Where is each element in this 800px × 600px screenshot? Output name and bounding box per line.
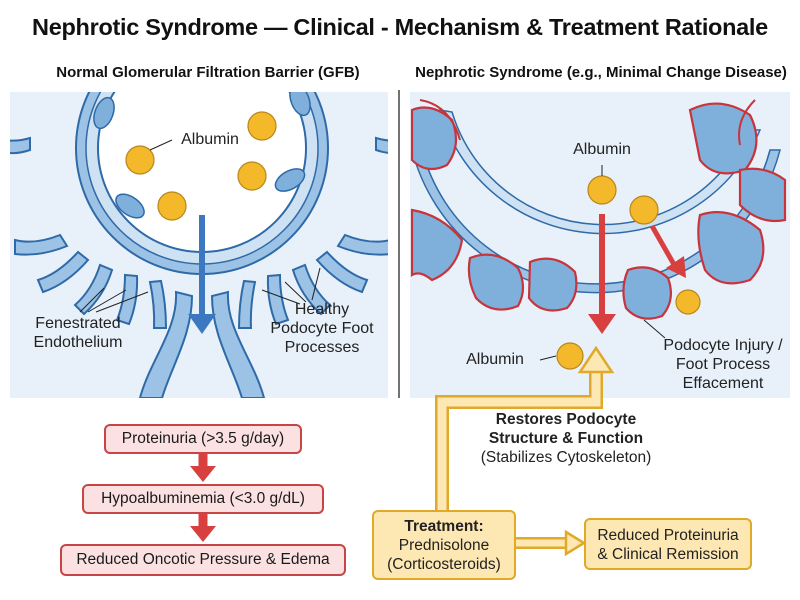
leak-arrow-head (588, 314, 616, 334)
treatment-effect-label: Restores Podocyte Structure & Function (… (466, 410, 666, 467)
albumin-label-left: Albumin (181, 131, 239, 148)
albumin-pointer (149, 139, 173, 151)
edema-box: Reduced Oncotic Pressure & Edema (60, 544, 346, 576)
normal-gfb-illustration (10, 92, 388, 398)
injury-label-line-1: Podocyte Injury / (663, 337, 783, 354)
endothelium-pointers (79, 287, 149, 313)
treatment-drug-class: (Corticosteroids) (387, 556, 501, 573)
treatment-box: Treatment: Prednisolone (Corticosteroids… (372, 510, 516, 580)
filtration-arrow-head (188, 314, 216, 334)
endothelium-label-line-1: Fenestrated (35, 315, 121, 332)
leak-diagonal-head (666, 256, 686, 278)
podocyte-pointers (261, 267, 321, 305)
outcome-box: Reduced Proteinuria & Clinical Remission (584, 518, 752, 570)
treatment-arrows (435, 345, 615, 557)
nephrotic-illustration (410, 92, 790, 398)
podocyte-label-line-2: Podocyte Foot (270, 320, 374, 337)
effect-note: (Stabilizes Cytoskeleton) (480, 449, 652, 466)
albumin-label-top-right: Albumin (573, 141, 631, 158)
albumin-molecules (125, 111, 277, 221)
page-title: Nephrotic Syndrome — Clinical - Mechanis… (32, 14, 768, 40)
injury-outlines (419, 99, 756, 146)
endothelium-label: Fenestrated Endothelium (18, 314, 138, 352)
podocyte-label: Healthy Podocyte Foot Processes (262, 300, 382, 357)
right-panel-title: Nephrotic Syndrome (e.g., Minimal Change… (415, 64, 787, 81)
outcome-line-1: Reduced Proteinuria (597, 527, 739, 544)
podocyte-label-line-3: Processes (284, 339, 360, 356)
treatment-drug: Prednisolone (398, 537, 490, 554)
flow-arrows (190, 454, 216, 542)
injury-label-line-2: Foot Process (675, 356, 771, 373)
effect-line-2: Structure & Function (488, 430, 644, 447)
treatment-heading: Treatment: (404, 518, 484, 535)
outcome-line-2: & Clinical Remission (597, 546, 739, 563)
albumin-leaking (556, 175, 701, 370)
injury-label: Podocyte Injury / Foot Process Effacemen… (648, 336, 798, 393)
endothelial-cells (93, 92, 311, 219)
effect-line-1: Restores Podocyte (495, 411, 637, 428)
leak-diagonal-shaft (649, 224, 679, 270)
injury-label-line-3: Effacement (682, 375, 764, 392)
injured-podocytes (410, 102, 787, 320)
podocyte-label-line-1: Healthy (294, 301, 350, 318)
slit-channel (138, 290, 266, 398)
endothelium-label-line-2: Endothelium (33, 334, 123, 351)
left-panel-title: Normal Glomerular Filtration Barrier (GF… (56, 64, 360, 81)
proteinuria-box: Proteinuria (>3.5 g/day) (104, 424, 302, 454)
hypoalbuminemia-box: Hypoalbuminemia (<3.0 g/dL) (82, 484, 324, 514)
albumin-label-bottom-right: Albumin (466, 351, 524, 368)
